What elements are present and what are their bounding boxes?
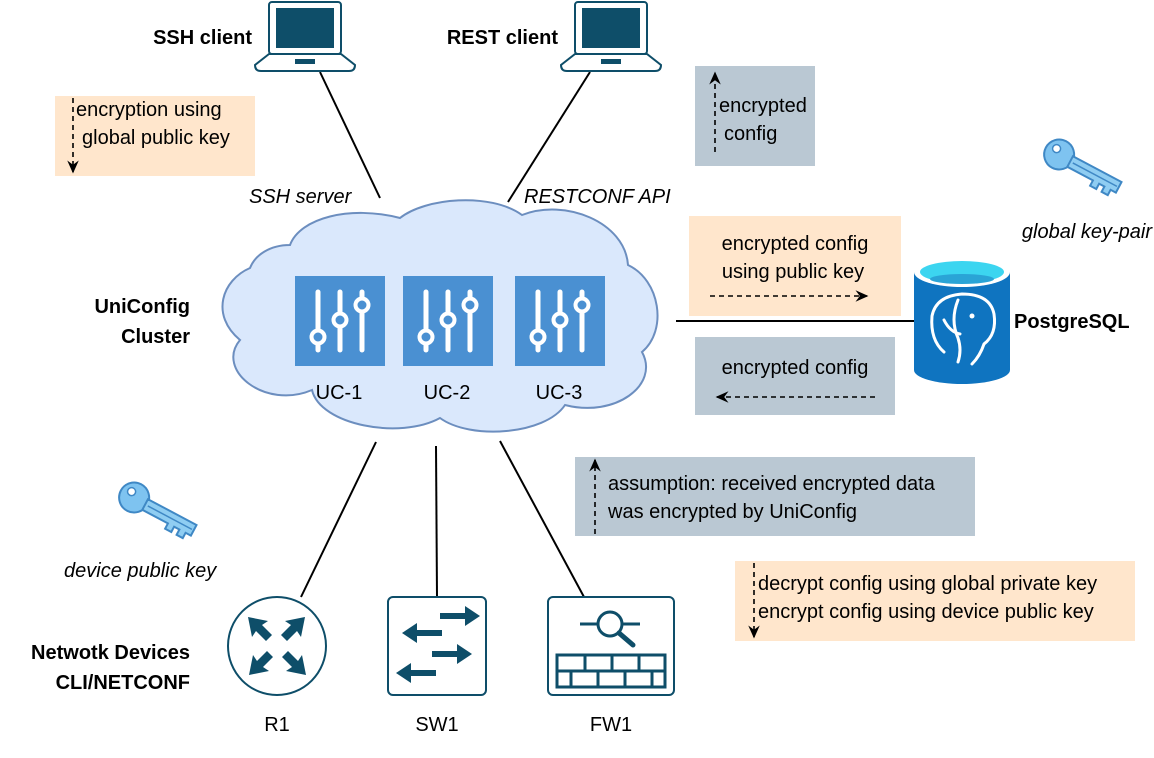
note-encryption-global: encryption using global public key: [55, 96, 255, 176]
cluster-label: UniConfig: [94, 296, 190, 318]
uc-node-1[interactable]: UC-1: [295, 276, 385, 404]
key-icon: [112, 476, 203, 544]
sliders-icon: [403, 276, 493, 366]
postgresql-database-icon: [914, 257, 1010, 384]
laptop-icon: [254, 1, 356, 72]
note-encrypt-to-db: encrypted config using public key: [689, 216, 901, 316]
sliders-icon: [295, 276, 385, 366]
laptop-icon: [560, 1, 662, 72]
r1-link: [300, 441, 377, 598]
devices-label: Netwotk Devices: [31, 642, 190, 664]
note-line: decrypt config using global private key: [758, 573, 1097, 595]
sw1-link: [435, 445, 438, 598]
device-r1[interactable]: R1: [227, 596, 327, 736]
uc-node-label: UC-2: [424, 382, 471, 404]
switch-icon: [387, 596, 487, 696]
cluster-label: Cluster: [121, 326, 190, 348]
note-line: global public key: [82, 127, 230, 149]
global-key-pair-label: global key-pair: [1022, 221, 1153, 243]
sliders-icon: [515, 276, 605, 366]
device-sw1[interactable]: SW1: [387, 596, 487, 736]
ssh-server-label: SSH server: [249, 186, 353, 208]
uc-node-label: UC-1: [316, 382, 363, 404]
note-encrypted-config-up: encrypted config: [695, 66, 815, 166]
restconf-api-label: RESTCONF API: [524, 186, 671, 208]
note-line: encrypted: [719, 95, 807, 117]
rest-client[interactable]: REST client: [447, 1, 662, 72]
firewall-icon: [547, 596, 675, 696]
ssh-client-label: SSH client: [153, 27, 252, 49]
note-line: using public key: [722, 261, 864, 283]
postgresql-label: PostgreSQL: [1014, 311, 1130, 333]
rest-client-label: REST client: [447, 27, 558, 49]
uc-node-3[interactable]: UC-3: [515, 276, 605, 404]
note-line: encrypted config: [722, 233, 869, 255]
device-fw1[interactable]: FW1: [547, 596, 675, 736]
note-device-crypto: decrypt config using global private key …: [735, 561, 1135, 641]
uc-node-2[interactable]: UC-2: [403, 276, 493, 404]
note-line: encrypt config using device public key: [758, 601, 1094, 623]
note-line: config: [724, 123, 777, 145]
devices-label: CLI/NETCONF: [56, 672, 190, 694]
uc-node-label: UC-3: [536, 382, 583, 404]
key-icon: [1037, 133, 1128, 201]
rest-link: [507, 71, 591, 203]
note-assumption: assumption: received encrypted data was …: [575, 457, 975, 536]
note-line: encrypted config: [722, 357, 869, 379]
ssh-link: [319, 71, 381, 199]
device-key-label: device public key: [64, 560, 217, 582]
ssh-client[interactable]: SSH client: [153, 1, 356, 72]
note-line: was encrypted by UniConfig: [607, 501, 857, 523]
device-label: R1: [264, 714, 290, 736]
note-line: encryption using: [76, 99, 222, 121]
postgresql-database[interactable]: PostgreSQL: [914, 257, 1130, 384]
device-label: FW1: [590, 714, 632, 736]
note-from-db: encrypted config: [695, 337, 895, 415]
device-label: SW1: [415, 714, 458, 736]
note-line: assumption: received encrypted data: [608, 473, 936, 495]
fw1-link: [499, 440, 585, 598]
router-icon: [227, 596, 327, 696]
connector-lines: [300, 71, 916, 598]
